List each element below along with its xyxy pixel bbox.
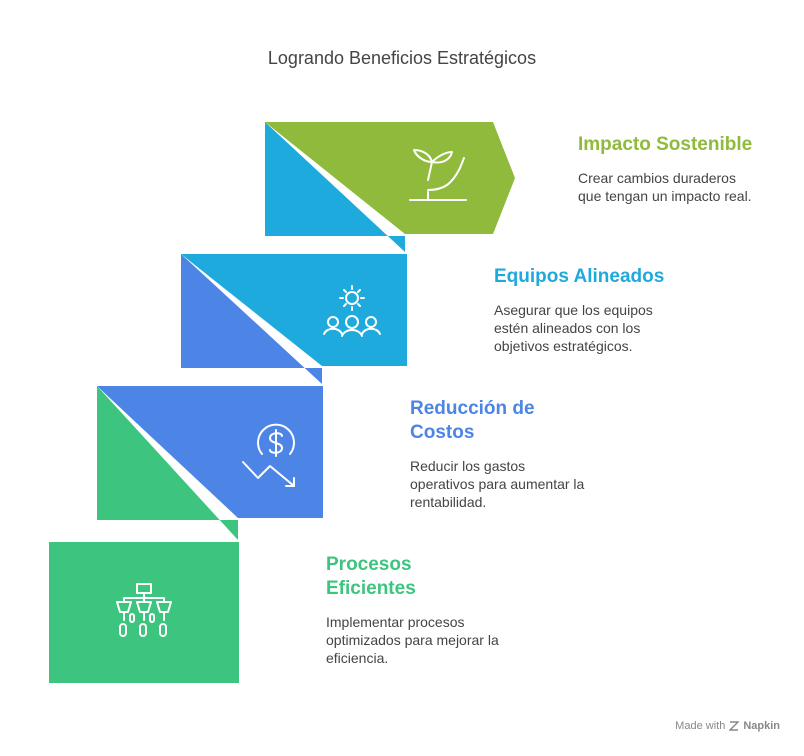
napkin-logo-icon bbox=[729, 721, 740, 731]
step-impacto-shape bbox=[265, 122, 515, 234]
step-impacto-text: Impacto Sostenible Crear cambios durader… bbox=[578, 133, 768, 205]
step-impacto-desc: Crear cambios duraderos que tengan un im… bbox=[578, 170, 752, 204]
process-tree-icon bbox=[116, 583, 172, 637]
step-equipos-text: Equipos Alineados Asegurar que los equip… bbox=[494, 265, 694, 355]
plant-hand-icon bbox=[409, 149, 467, 201]
step-costos-title: Reducción de Costos bbox=[410, 398, 535, 443]
step-impacto-title: Impacto Sostenible bbox=[578, 134, 753, 155]
step-equipos-left-face bbox=[181, 254, 322, 384]
footer-prefix: Made with bbox=[675, 720, 726, 732]
step-costos-shape bbox=[97, 386, 323, 518]
step-procesos-title: Procesos Eficientes bbox=[326, 554, 416, 599]
step-costos-text: Reducción de Costos Reducir los gastos o… bbox=[410, 397, 590, 511]
step-procesos-desc: Implementar procesos optimizados para me… bbox=[326, 614, 499, 666]
dollar-down-icon bbox=[242, 423, 295, 487]
step-costos-desc: Reducir los gastos operativos para aumen… bbox=[410, 458, 585, 510]
step-costos-left-face bbox=[97, 386, 238, 540]
footer-brand: Napkin bbox=[743, 720, 780, 732]
page-title: Logrando Beneficios Estratégicos bbox=[267, 48, 537, 68]
footer-credit: Made with Napkin bbox=[675, 720, 780, 732]
step-equipos-title: Equipos Alineados bbox=[494, 266, 665, 287]
step-equipos-desc: Asegurar que los equipos estén alineados… bbox=[494, 302, 653, 354]
team-gear-icon bbox=[323, 285, 381, 337]
step-impacto-left-face bbox=[265, 122, 405, 252]
step-procesos-text: Procesos Eficientes Implementar procesos… bbox=[326, 553, 511, 667]
step-equipos-shape bbox=[181, 254, 407, 366]
